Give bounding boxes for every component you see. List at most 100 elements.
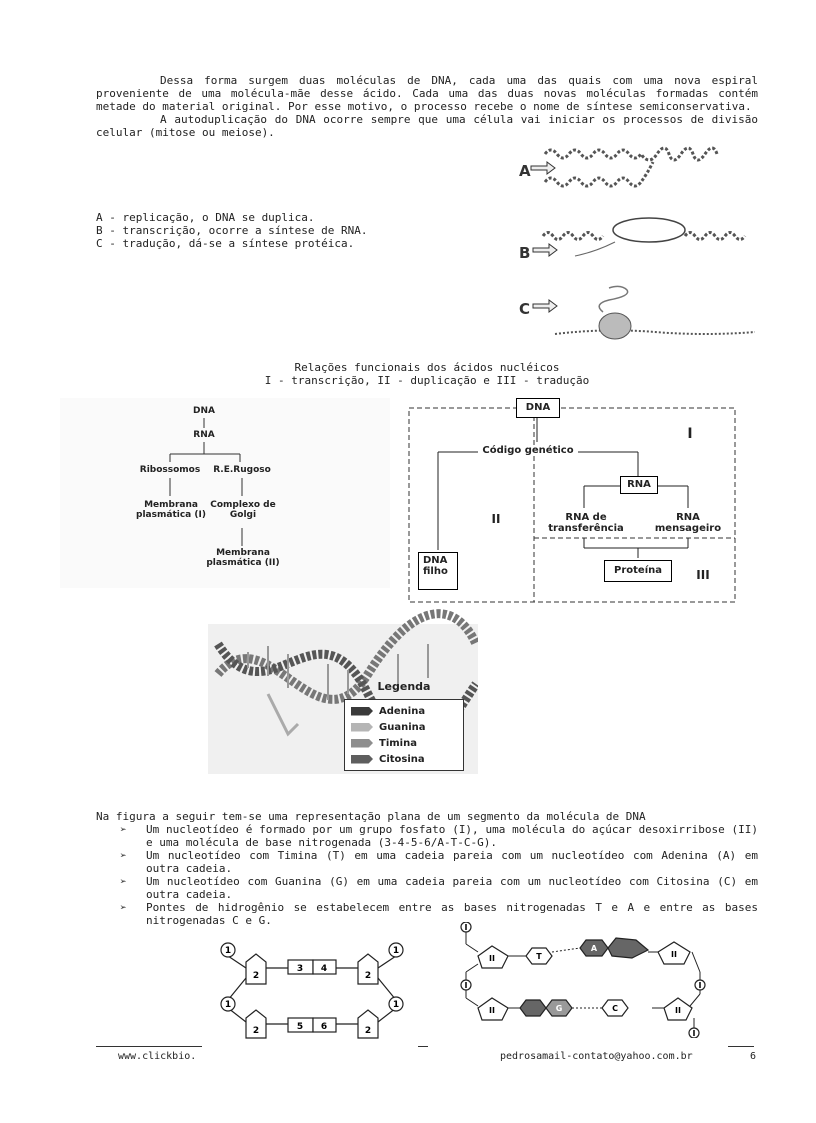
phosphate-label: I	[699, 981, 702, 990]
arrow-icon	[532, 299, 558, 313]
rna-strand	[574, 241, 616, 257]
phosphate-label: 1	[393, 946, 399, 956]
re-rugoso-label: R.E.Rugoso	[213, 465, 271, 475]
arrow-icon	[532, 243, 558, 257]
left-dna-label: DNA	[193, 406, 215, 416]
phosphate-label: 1	[225, 946, 231, 956]
region-ii-label: II	[491, 512, 501, 526]
bullet-item: ➢Um nucleotídeo com Guanina (G) em uma c…	[120, 875, 758, 901]
timina-swatch	[351, 738, 373, 748]
mrna-strand	[554, 329, 755, 335]
cytosine-label: C	[612, 1004, 618, 1013]
dna-filho-box: DNA filho	[418, 552, 458, 590]
legend-box: Adenina Guanina Timina Citosina	[344, 699, 464, 771]
intro-text: Dessa forma surgem duas moléculas de DNA…	[96, 74, 758, 139]
base-5-label: 5	[297, 1022, 303, 1032]
rna-transferencia-label: RNA de transferência	[548, 512, 624, 534]
nucleotide-diagram-bases: I I I I II II II II T A G C	[460, 922, 706, 1038]
right-flow-diagram: DNA Código genético I II III RNA RNA de …	[408, 398, 736, 603]
nucleotide-bullets: ➢Um nucleotídeo é formado por um grupo f…	[96, 823, 758, 927]
legend-item: Guanina	[351, 719, 457, 735]
bullet-item: ➢Um nucleotídeo com Timina (T) em uma ca…	[120, 849, 758, 875]
bullet-arrow-icon: ➢	[120, 849, 127, 862]
relations-title: Relações funcionais dos ácidos nucléicos	[294, 361, 560, 374]
figure-label-a: A	[519, 162, 531, 180]
arrow-icon	[530, 161, 556, 175]
replication-transcription-translation-figure: A B C	[519, 146, 755, 340]
region-iii-label: III	[696, 568, 710, 582]
figure-label-b: B	[519, 244, 530, 262]
thymine-label: T	[536, 952, 542, 961]
figure-label-c: C	[519, 300, 530, 318]
process-item: C - tradução, dá-se a síntese protéica.	[96, 237, 355, 250]
protein-chain	[598, 285, 629, 313]
sugar-label: II	[489, 954, 495, 963]
left-rna-label: RNA	[193, 430, 215, 440]
sugar-label: 2	[253, 971, 259, 981]
base-4-label: 4	[321, 964, 327, 974]
proteina-box: Proteína	[604, 560, 672, 582]
footer-rule-left	[96, 1046, 202, 1047]
legend-item: Timina	[351, 735, 457, 751]
bullet-item: ➢Pontes de hidrogênio se estabelecem ent…	[120, 901, 758, 927]
nucleotide-diagram-numbered: 1 1 1 1 2 2 2 2 3 4 5 6	[220, 942, 404, 1039]
sugar-label: 2	[365, 1026, 371, 1036]
left-flow-lines	[169, 418, 243, 546]
dna-box: DNA	[516, 398, 560, 418]
adenine-label: A	[591, 944, 598, 953]
process-item: A - replicação, o DNA se duplica.	[96, 211, 315, 224]
footer-email: pedrosamail-contato@yahoo.com.br	[500, 1051, 693, 1062]
process-list: A - replicação, o DNA se duplica. B - tr…	[96, 211, 426, 250]
base-6-label: 6	[321, 1022, 327, 1032]
legend-item: Adenina	[351, 703, 457, 719]
relations-heading: Relações funcionais dos ácidos nucléicos…	[96, 361, 758, 387]
sugar-label: 2	[253, 1026, 259, 1036]
phosphate-label: 1	[393, 1000, 399, 1010]
base-3-label: 3	[297, 964, 303, 974]
rna-mensageiro-label: RNA mensageiro	[654, 512, 722, 534]
codigo-genetico-label: Código genético	[478, 445, 578, 456]
legend-title: Legenda	[377, 680, 431, 693]
relations-subtitle: I - transcrição, II - duplicação e III -…	[264, 374, 590, 387]
dna-helix-bottom	[543, 161, 655, 188]
rna-box: RNA	[620, 476, 658, 494]
intro-paragraph-2: A autoduplicação do DNA ocorre sempre qu…	[96, 113, 758, 139]
citosina-swatch	[351, 754, 373, 764]
bullet-arrow-icon: ➢	[120, 875, 127, 888]
sugar-label: II	[671, 950, 677, 959]
footer-rule-right	[728, 1046, 754, 1047]
ribosome	[598, 312, 632, 340]
intro-paragraph-1: Dessa forma surgem duas moléculas de DNA…	[96, 74, 758, 113]
nucleotide-intro: Na figura a seguir tem-se uma representa…	[96, 810, 646, 823]
bullet-item: ➢Um nucleotídeo é formado por um grupo f…	[120, 823, 758, 849]
right-flow-lines	[408, 407, 736, 603]
phosphate-label: I	[465, 923, 468, 932]
sugar-label: II	[675, 1006, 681, 1015]
footer-site: www.clickbio.	[118, 1051, 197, 1062]
bullet-arrow-icon: ➢	[120, 901, 127, 914]
complexo-golgi-label: Complexo de Golgi	[210, 500, 276, 520]
ribossomos-label: Ribossomos	[139, 465, 201, 475]
left-flow-diagram: DNA RNA Ribossomos R.E.Rugoso Membrana p…	[60, 398, 390, 588]
adenina-swatch	[351, 706, 373, 716]
phosphate-label: I	[465, 981, 468, 990]
region-i-label: I	[687, 426, 693, 442]
membrana-2-label: Membrana plasmática (II)	[206, 548, 280, 568]
bullet-arrow-icon: ➢	[120, 823, 127, 836]
guanina-swatch	[351, 722, 373, 732]
transcription-bubble	[612, 217, 686, 243]
dna-helix-top	[543, 146, 719, 162]
phosphate-label: I	[693, 1029, 696, 1038]
page-number: 6	[750, 1051, 757, 1062]
legend-item: Citosina	[351, 751, 457, 767]
membrana-1-label: Membrana plasmática (I)	[136, 500, 206, 520]
nucleotide-section: Na figura a seguir tem-se uma representa…	[96, 810, 758, 927]
process-item: B - transcrição, ocorre a síntese de RNA…	[96, 224, 368, 237]
legend: Legenda Adenina Guanina Timina Citosina	[344, 680, 464, 771]
footer-rule-mid	[418, 1046, 428, 1047]
sugar-label: II	[489, 1006, 495, 1015]
transcription-helix	[541, 231, 747, 241]
phosphate-label: 1	[225, 1000, 231, 1010]
sugar-label: 2	[365, 971, 371, 981]
guanine-label: G	[556, 1004, 563, 1013]
